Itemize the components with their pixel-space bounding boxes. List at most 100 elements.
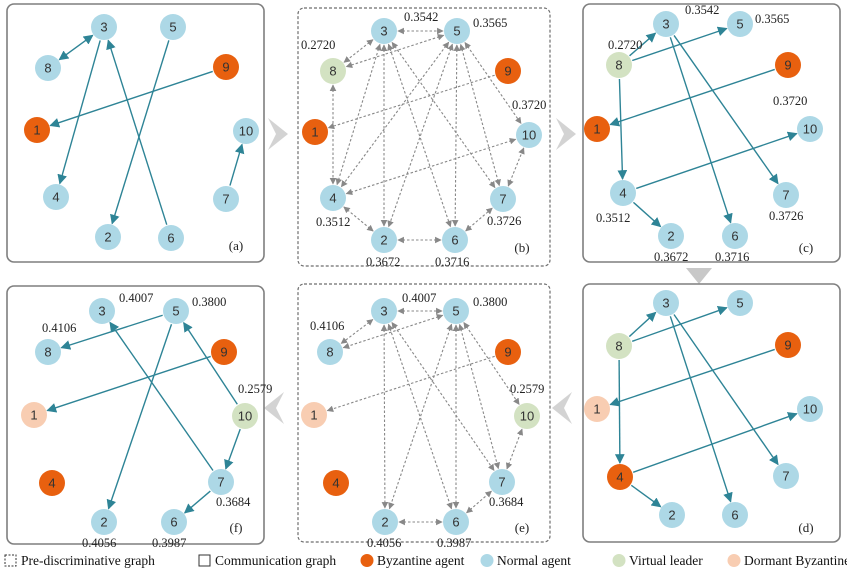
node-1: 1	[584, 396, 610, 422]
node-5-label: 5	[453, 24, 460, 39]
edge-3-7	[673, 35, 779, 185]
panel-c-label: (c)	[799, 240, 813, 255]
edge-5-2	[110, 40, 170, 225]
node-9: 9	[213, 54, 239, 80]
value-label-node-7: 0.3726	[487, 214, 521, 228]
node-3-circle	[371, 298, 397, 324]
node-2: 2	[372, 509, 398, 535]
value-label-node-8: 0.4106	[310, 319, 344, 333]
node-1: 1	[584, 116, 610, 142]
node-6: 6	[722, 223, 748, 249]
node-4-label: 4	[332, 476, 339, 491]
node-8-label: 8	[326, 345, 333, 360]
node-4: 4	[607, 464, 633, 490]
node-3-label: 3	[380, 304, 387, 319]
node-10-circle	[514, 403, 540, 429]
node-3: 3	[371, 18, 397, 44]
node-7: 7	[490, 186, 516, 212]
edge-9-1	[327, 74, 495, 130]
value-label-node-2: 0.4056	[82, 536, 116, 550]
edge-8-3	[629, 32, 657, 57]
node-6-circle	[722, 502, 748, 528]
node-8: 8	[317, 339, 343, 365]
node-3: 3	[91, 14, 117, 40]
node-5: 5	[163, 298, 189, 324]
node-2-label: 2	[668, 508, 675, 523]
node-7-label: 7	[782, 469, 789, 484]
dormant-circle-icon	[727, 554, 741, 567]
edge-5-7	[457, 323, 501, 470]
node-4-label: 4	[52, 190, 59, 205]
node-5: 5	[444, 18, 470, 44]
node-10: 10	[516, 122, 542, 148]
edge-4-10	[345, 137, 517, 196]
node-8-label: 8	[615, 339, 622, 354]
node-10: 10	[797, 116, 823, 142]
node-10-circle	[232, 403, 258, 429]
panel-a-frame	[6, 3, 265, 263]
node-10-label: 10	[238, 409, 252, 424]
node-4: 4	[610, 180, 636, 206]
node-1-label: 1	[30, 408, 37, 423]
value-label-node-2: 0.3672	[654, 250, 688, 264]
node-5: 5	[727, 290, 753, 316]
value-label-node-7: 0.3684	[216, 495, 251, 509]
flow-arrow-e-to-f	[264, 392, 284, 424]
value-label-node-2: 0.4056	[367, 536, 401, 550]
node-8: 8	[320, 58, 346, 84]
legend-item-5: Virtual leader	[612, 553, 703, 568]
node-2-circle	[372, 509, 398, 535]
node-5-label: 5	[452, 304, 459, 319]
node-10: 10	[514, 403, 540, 429]
node-7-label: 7	[782, 188, 789, 203]
value-label-node-10: 0.3720	[773, 94, 807, 108]
node-8-label: 8	[329, 64, 336, 79]
node-9-label: 9	[784, 58, 791, 73]
node-3-circle	[371, 18, 397, 44]
value-label-node-10: 0.2579	[510, 382, 544, 396]
edge-5-10	[464, 41, 522, 125]
node-7: 7	[773, 182, 799, 208]
value-label-node-4: 0.3512	[316, 215, 350, 229]
value-label-node-3: 0.4007	[402, 291, 436, 305]
node-10-circle	[797, 396, 823, 422]
panel-c-edges	[609, 26, 798, 228]
node-9: 9	[211, 339, 237, 365]
node-4-circle	[39, 470, 65, 496]
node-8: 8	[35, 339, 61, 365]
node-1-label: 1	[310, 408, 317, 423]
node-2: 2	[658, 223, 684, 249]
node-6-circle	[158, 225, 184, 251]
node-4-circle	[43, 184, 69, 210]
node-9-label: 9	[220, 345, 227, 360]
node-4-circle	[610, 180, 636, 206]
node-6: 6	[442, 227, 468, 253]
value-label-node-6: 0.3716	[715, 250, 749, 264]
node-5: 5	[443, 298, 469, 324]
node-3-circle	[653, 290, 679, 316]
edge-8-3	[628, 311, 657, 338]
node-5-circle	[727, 11, 753, 37]
value-label-node-5: 0.3800	[473, 295, 507, 309]
edge-9-1	[609, 68, 775, 127]
node-9: 9	[495, 58, 521, 84]
node-9: 9	[495, 339, 521, 365]
node-2-label: 2	[104, 230, 111, 245]
value-label-node-10: 0.2579	[238, 382, 272, 396]
edge-7-10	[229, 143, 245, 186]
node-6-circle	[722, 223, 748, 249]
node-3-circle	[89, 298, 115, 324]
value-label-node-3: 0.3542	[685, 3, 719, 17]
node-3: 3	[653, 11, 679, 37]
node-5-label: 5	[169, 20, 176, 35]
panel-e-edges	[326, 307, 524, 526]
node-10-circle	[797, 116, 823, 142]
legend-item-2: Communication graph	[198, 553, 336, 568]
node-3-label: 3	[100, 20, 107, 35]
node-1-circle	[301, 402, 327, 428]
